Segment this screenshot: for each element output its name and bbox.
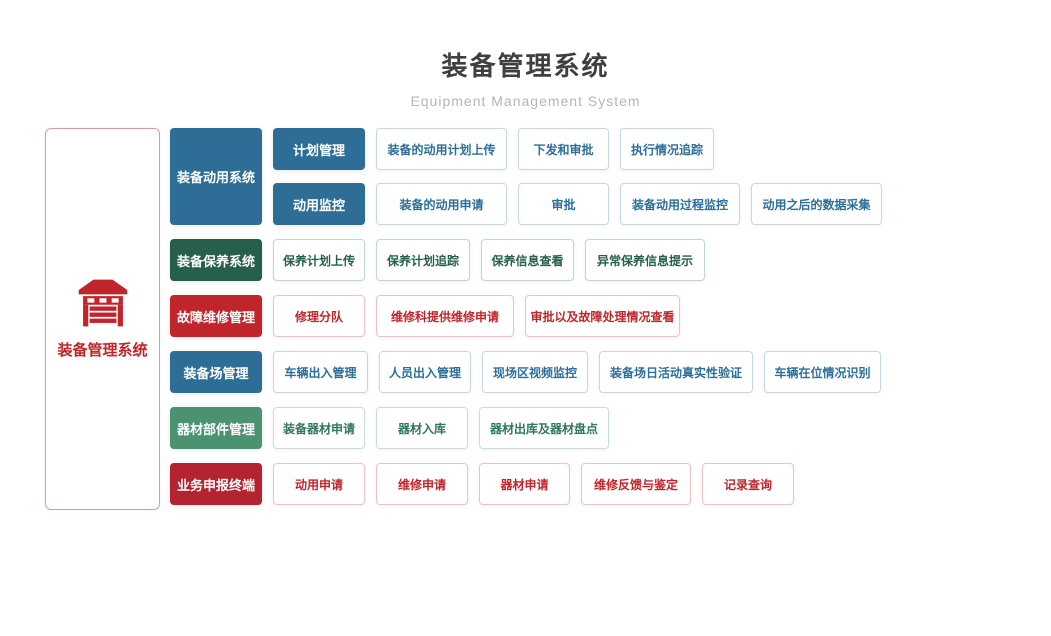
leaf-node: 动用之后的数据采集	[751, 183, 882, 225]
page-title: 装备管理系统	[441, 51, 610, 81]
leaf-node: 执行情况追踪	[620, 128, 714, 170]
leaf-node: 维修反馈与鉴定	[581, 463, 691, 505]
leaf-node: 维修申请	[376, 463, 468, 505]
category-material-parts-management: 器材部件管理	[170, 407, 262, 449]
mobilization-subgroups: 计划管理 装备的动用计划上传 下发和审批 执行情况追踪 动用监控 装备的动用申请…	[273, 128, 882, 225]
section-equipment-maintenance: 装备保养系统 保养计划上传 保养计划追踪 保养信息查看 异常保养信息提示	[170, 239, 882, 281]
leaf-node: 车辆出入管理	[273, 351, 368, 393]
subgroup-mobilization-monitoring: 动用监控 装备的动用申请 审批 装备动用过程监控 动用之后的数据采集	[273, 183, 882, 225]
leaf-node: 保养计划上传	[273, 239, 365, 281]
leaf-node: 装备场日活动真实性验证	[599, 351, 753, 393]
category-equipment-yard-management: 装备场管理	[170, 351, 262, 393]
category-equipment-maintenance-system: 装备保养系统	[170, 239, 262, 281]
page-subtitle: Equipment Management System	[410, 93, 641, 109]
section-fault-repair: 故障维修管理 修理分队 维修科提供维修申请 审批以及故障处理情况查看	[170, 295, 882, 337]
section-equipment-mobilization: 装备动用系统 计划管理 装备的动用计划上传 下发和审批 执行情况追踪 动用监控 …	[170, 128, 882, 225]
leaf-node: 记录查询	[702, 463, 794, 505]
leaf-node: 修理分队	[273, 295, 365, 337]
leaf-node: 保养计划追踪	[376, 239, 470, 281]
leaf-node: 异常保养信息提示	[585, 239, 705, 281]
leaf-node: 审批以及故障处理情况查看	[525, 295, 680, 337]
leaf-node: 维修科提供维修申请	[376, 295, 514, 337]
leaf-node: 器材出库及器材盘点	[479, 407, 609, 449]
leaf-node: 装备的动用计划上传	[376, 128, 507, 170]
category-fault-repair-management: 故障维修管理	[170, 295, 262, 337]
leaf-node: 保养信息查看	[481, 239, 574, 281]
leaf-node: 动用申请	[273, 463, 365, 505]
subcategory-plan-management: 计划管理	[273, 128, 365, 170]
page-header: 装备管理系统 Equipment Management System	[0, 46, 1051, 109]
section-material-parts: 器材部件管理 装备器材申请 器材入库 器材出库及器材盘点	[170, 407, 882, 449]
leaf-node: 现场区视频监控	[482, 351, 588, 393]
root-node-equipment-management-system: 装备管理系统	[45, 128, 160, 510]
section-equipment-yard: 装备场管理 车辆出入管理 人员出入管理 现场区视频监控 装备场日活动真实性验证 …	[170, 351, 882, 393]
leaf-node: 车辆在位情况识别	[764, 351, 881, 393]
subcategory-mobilization-monitoring: 动用监控	[273, 183, 365, 225]
subgroup-plan-management: 计划管理 装备的动用计划上传 下发和审批 执行情况追踪	[273, 128, 882, 170]
leaf-node: 装备器材申请	[273, 407, 365, 449]
diagram-body: 装备动用系统 计划管理 装备的动用计划上传 下发和审批 执行情况追踪 动用监控 …	[170, 128, 882, 519]
leaf-node: 器材入库	[376, 407, 468, 449]
root-node-label: 装备管理系统	[57, 341, 148, 359]
leaf-node: 审批	[518, 183, 609, 225]
leaf-node: 装备动用过程监控	[620, 183, 740, 225]
section-business-declaration-terminal: 业务申报终端 动用申请 维修申请 器材申请 维修反馈与鉴定 记录查询	[170, 463, 882, 505]
warehouse-icon	[77, 279, 129, 327]
leaf-node: 器材申请	[479, 463, 570, 505]
leaf-node: 装备的动用申请	[376, 183, 507, 225]
category-business-declaration-terminal: 业务申报终端	[170, 463, 262, 505]
category-equipment-mobilization-system: 装备动用系统	[170, 128, 262, 225]
leaf-node: 下发和审批	[518, 128, 609, 170]
leaf-node: 人员出入管理	[379, 351, 471, 393]
